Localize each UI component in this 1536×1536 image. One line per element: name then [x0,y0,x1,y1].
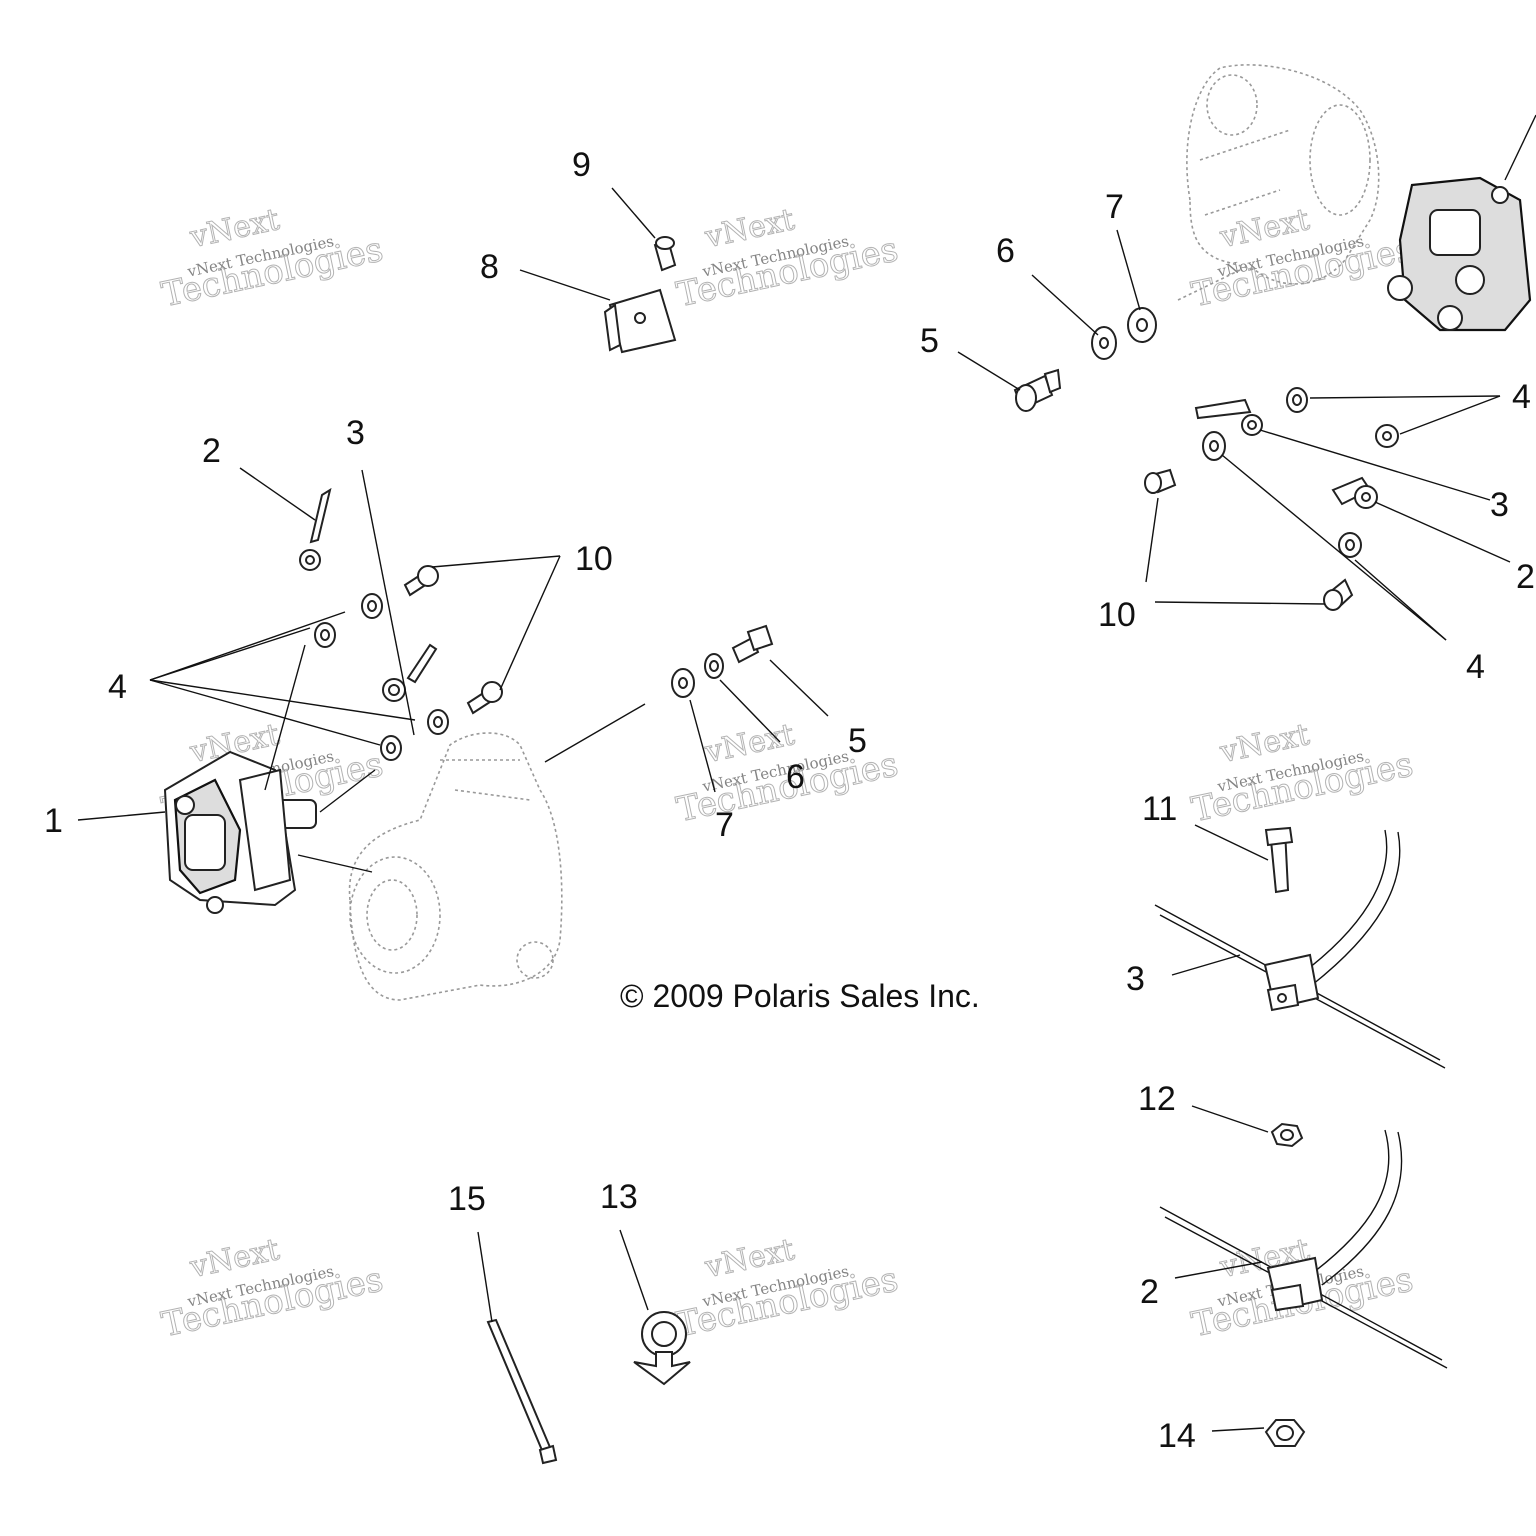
push-clip-13 [633,1311,691,1386]
callout-6: 6 [786,758,805,796]
callout-9: 9 [572,146,591,184]
callout-5: 5 [920,322,939,360]
callout-2: 2 [1516,558,1535,596]
clamp-nut-12 [1270,1122,1304,1148]
clamp-detail-upper [1154,826,1446,1069]
callout-10: 10 [575,540,613,578]
callout-3: 3 [1126,960,1145,998]
right-bleed-bolts [1144,468,1354,611]
clamp-leader-lines [1171,824,1269,1432]
clamp-nut-14 [1264,1419,1306,1447]
callout-8: 8 [480,248,499,286]
callout-2: 2 [202,432,221,470]
callout-1: 1 [44,802,63,840]
callout-7: 7 [1105,188,1124,226]
left-bleed-bolts [403,565,503,715]
copyright-notice: © 2009 Polaris Sales Inc. [620,978,980,1014]
left-mount-hardware [671,624,774,698]
callout-12: 12 [1138,1080,1176,1118]
callout-4: 4 [1512,378,1531,416]
callout-3: 3 [346,414,365,452]
callout-14: 14 [1158,1417,1196,1455]
right-leader-lines [957,114,1536,641]
left-brake-caliper [163,750,317,914]
callout-3: 3 [1490,486,1509,524]
left-knuckle-housing [348,732,563,1001]
clamp-detail-lower [1159,1129,1448,1369]
callout-2: 2 [1140,1273,1159,1311]
left-washers [314,593,449,761]
left-brake-hose-fitting [382,643,438,702]
left-leader-lines [77,187,829,873]
callout-5: 5 [848,722,867,760]
callout-11: 11 [1142,790,1177,828]
callout-15: 15 [448,1180,486,1218]
callout-4: 4 [1466,648,1485,686]
callout-labels: 1 2 3 4 5 6 7 10 8 9 5 6 7 4 3 2 10 4 11… [44,146,1535,1455]
callout-6: 6 [996,232,1015,270]
left-brake-line-fitting [299,487,332,571]
callout-13: 13 [600,1178,638,1216]
callout-10: 10 [1098,596,1136,634]
watermarks: vNext vNext Technologies Technologies vN… [158,202,1417,1346]
right-brake-fittings [1194,398,1378,509]
cable-tie-15 [486,1318,558,1465]
bottom-leader-lines [477,1229,649,1323]
brake-line-bracket [603,288,677,354]
right-knuckle-housing [1177,64,1380,301]
callout-7: 7 [715,806,734,844]
callout-4: 4 [108,668,127,706]
right-brake-caliper [1387,176,1532,332]
bracket-screw [653,236,677,272]
right-washers [1202,387,1399,558]
